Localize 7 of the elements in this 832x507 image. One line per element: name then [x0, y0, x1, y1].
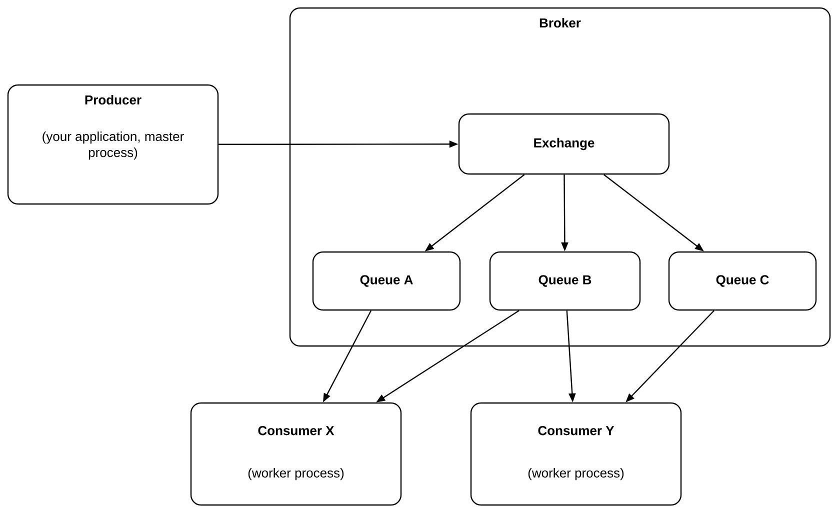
consumer-box: Consumer X (worker process): [190, 402, 402, 506]
queue-box: Queue C: [668, 251, 817, 311]
queue-box: Queue A: [312, 251, 461, 311]
queue-box: Queue B: [489, 251, 641, 311]
process-box: Producer (your application, master process): [7, 84, 219, 205]
consumer-box: Consumer Y (worker process): [470, 402, 682, 506]
exchange-box: Exchange: [458, 113, 670, 175]
